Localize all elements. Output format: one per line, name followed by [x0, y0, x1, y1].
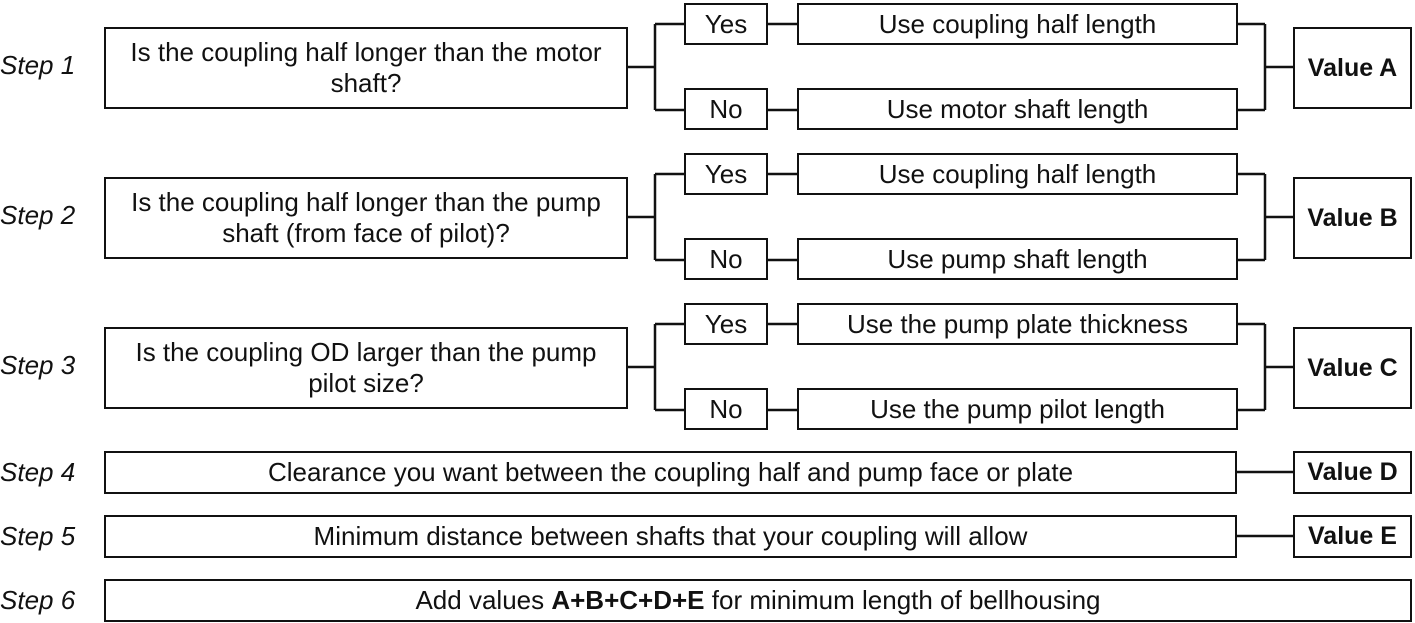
connectors	[628, 172, 1293, 262]
text-before: Add values	[415, 585, 552, 615]
step-text-box: Clearance you want between the coupling …	[104, 451, 1237, 494]
yes-result-box: Use coupling half length	[797, 153, 1238, 195]
connectors	[628, 322, 1293, 412]
yes-box: Yes	[684, 153, 768, 195]
no-box: No	[684, 88, 768, 130]
step-text-box: Add values A+B+C+D+E for minimum length …	[104, 579, 1412, 622]
value-box: Value E	[1293, 515, 1412, 558]
step-label: Step 2	[0, 200, 76, 230]
step-3: Step 3 Is the coupling OD larger than th…	[0, 300, 1415, 440]
step-label: Step 5	[0, 521, 76, 551]
step-label: Step 3	[0, 350, 76, 380]
step-label: Step 1	[0, 50, 76, 80]
step-6: Step 6 Add values A+B+C+D+E for minimum …	[0, 579, 1415, 623]
text-after: for minimum length of bellhousing	[704, 585, 1101, 615]
yes-box: Yes	[684, 303, 768, 345]
question-box: Is the coupling OD larger than the pump …	[104, 327, 628, 409]
yes-box: Yes	[684, 3, 768, 45]
step-text-box: Minimum distance between shafts that you…	[104, 515, 1237, 558]
no-box: No	[684, 388, 768, 430]
question-box: Is the coupling half longer than the pum…	[104, 177, 628, 259]
sum-formula: A+B+C+D+E	[551, 585, 705, 615]
value-box: Value B	[1293, 177, 1412, 259]
no-result-box: Use pump shaft length	[797, 238, 1238, 280]
connector	[1237, 534, 1293, 538]
value-box: Value A	[1293, 27, 1412, 109]
step-2: Step 2 Is the coupling half longer than …	[0, 150, 1415, 290]
yes-result-box: Use coupling half length	[797, 3, 1238, 45]
connector	[1237, 470, 1293, 474]
step-label: Step 6	[0, 585, 76, 615]
connectors	[628, 22, 1293, 112]
no-box: No	[684, 238, 768, 280]
no-result-box: Use motor shaft length	[797, 88, 1238, 130]
no-result-box: Use the pump pilot length	[797, 388, 1238, 430]
step-label: Step 4	[0, 457, 76, 487]
step-1: Step 1 Is the coupling half longer than …	[0, 0, 1415, 140]
step-5: Step 5 Minimum distance between shafts t…	[0, 515, 1415, 560]
value-box: Value D	[1293, 451, 1412, 494]
value-box: Value C	[1293, 327, 1412, 409]
step-4: Step 4 Clearance you want between the co…	[0, 451, 1415, 496]
yes-result-box: Use the pump plate thickness	[797, 303, 1238, 345]
question-box: Is the coupling half longer than the mot…	[104, 27, 628, 109]
